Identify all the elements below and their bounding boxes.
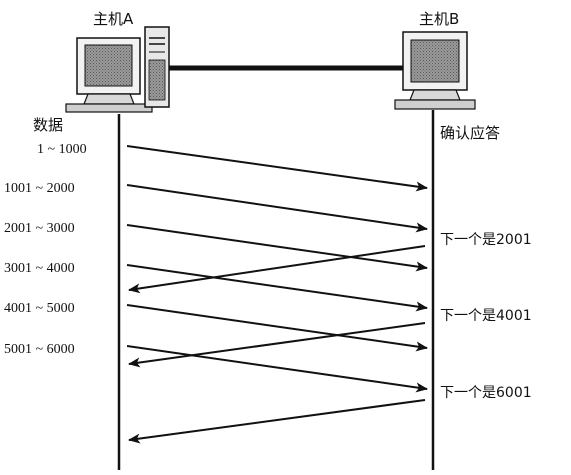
ack-side-label: 确认应答 [440,124,500,142]
ack-label: 下一个是6001 [440,385,532,401]
ack-label: 下一个是4001 [440,308,532,324]
ack-arrow [128,399,426,444]
host-a-label: 主机A [93,10,134,28]
ack-label: 下一个是2001 [440,232,532,248]
segment-range-label: 4001 ~ 5000 [4,301,75,316]
ack-arrow [128,245,426,294]
data-side-label: 数据 [33,116,63,134]
host-b-label: 主机B [419,10,459,28]
ack-arrow [128,322,426,368]
segment-range-label: 5001 ~ 6000 [4,342,75,357]
segment-range-label: 2001 ~ 3000 [4,221,75,236]
computer-b-icon [394,31,476,110]
data-segment-arrow [126,304,428,352]
data-segment-arrow [126,145,428,192]
data-segment-arrow [126,264,428,312]
segment-range-label: 1 ~ 1000 [37,142,87,157]
data-segment-arrow [126,184,428,233]
computer-a-icon [65,26,170,113]
data-segment-arrow [126,345,428,393]
segment-range-label: 3001 ~ 4000 [4,261,75,276]
segment-range-label: 1001 ~ 2000 [4,181,75,196]
data-segment-arrow [126,224,428,272]
